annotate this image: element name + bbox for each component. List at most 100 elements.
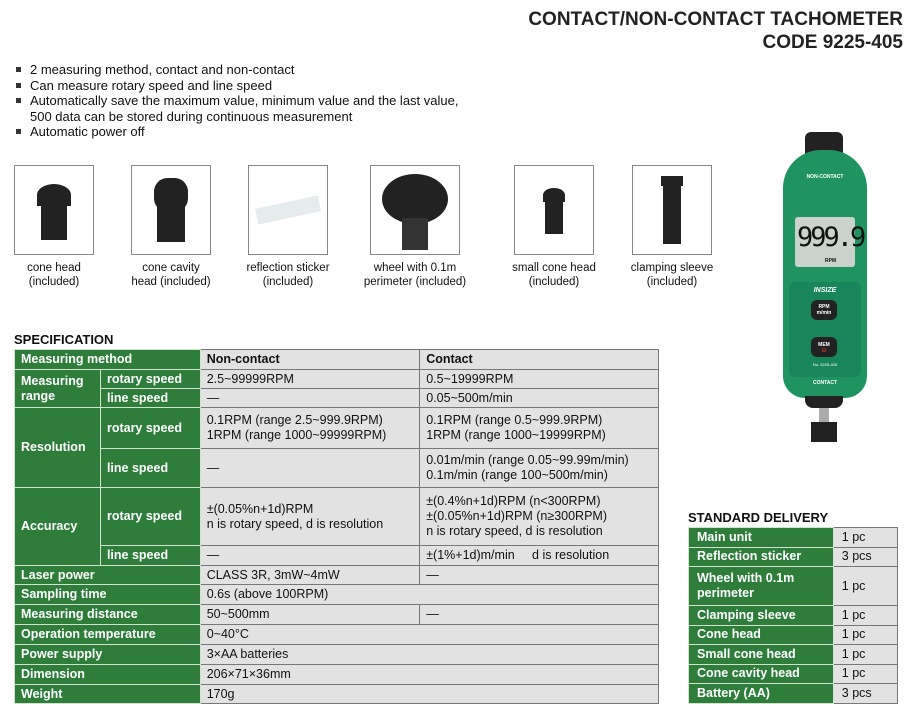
cell: —: [419, 604, 659, 625]
delivery-qty: 1 pc: [832, 624, 899, 645]
row-label: Laser power: [14, 565, 201, 585]
accessory-note: perimeter (included): [363, 276, 467, 288]
sub-label: line speed: [99, 388, 201, 408]
row-label: Measuring distance: [14, 604, 201, 625]
sub-label: rotary speed: [99, 369, 201, 389]
delivery-qty: 1 pc: [832, 605, 899, 626]
feature-item: Can measure rotary speed and line speed: [14, 78, 458, 94]
cone-head-image: [14, 165, 94, 255]
row-label: Measuring range: [14, 369, 101, 408]
lcd-reading: 999.9: [797, 222, 866, 253]
delivery-qty: 1 pc: [832, 644, 899, 665]
table-row: Battery (AA)3 pcs: [688, 683, 899, 704]
sub-label: line speed: [99, 448, 201, 488]
accessory-note: (included): [28, 276, 80, 288]
sub-label: line speed: [99, 545, 201, 566]
cell: 170g: [199, 684, 660, 704]
table-row: line speed—0.01m/min (range 0.05~99.99m/…: [15, 448, 659, 488]
cell-line: ±(0.05%n+1d)RPM: [206, 501, 314, 516]
reflection-sticker-image: [248, 165, 328, 255]
cone-cavity-head-image: [131, 165, 211, 255]
product-title: CONTACT/NON-CONTACT TACHOMETER CODE 9225…: [528, 8, 903, 54]
row-label: Power supply: [14, 644, 201, 665]
row-label: Accuracy: [14, 487, 101, 566]
cell: —: [419, 565, 659, 585]
cell: —: [199, 448, 421, 488]
table-row: line speed—±(1%+1d)m/min d is resolution: [15, 545, 659, 566]
cell: 3×AA batteries: [199, 644, 660, 665]
table-row: line speed—0.05~500m/min: [15, 388, 659, 408]
cell: 50~500mm: [199, 604, 421, 625]
cell: CLASS 3R, 3mW~4mW: [199, 565, 421, 585]
delivery-item: Clamping sleeve: [688, 605, 834, 626]
lcd-unit: RPM: [825, 258, 837, 264]
accessory-name: small cone head: [512, 262, 596, 274]
mem-button-label: MEM: [818, 342, 830, 348]
mem-button: MEM⏻: [811, 337, 837, 357]
accessory-note: head (included): [131, 276, 211, 288]
feature-item: Automatic power off: [14, 124, 458, 140]
cell: 206×71×36mm: [199, 664, 660, 685]
delivery-item: Cone cavity head: [688, 663, 834, 684]
delivery-item: Main unit: [688, 527, 834, 548]
accessory-name: cone head: [27, 262, 81, 274]
title-text: CONTACT/NON-CONTACT TACHOMETER: [528, 9, 903, 30]
feature-list: 2 measuring method, contact and non-cont…: [14, 62, 458, 140]
cell-line: ±(0.05%n+1d)RPM (n≥300RPM): [426, 509, 607, 523]
cell: —: [199, 388, 421, 408]
delivery-item: Small cone head: [688, 644, 834, 665]
delivery-item: Wheel with 0.1m perimeter: [688, 566, 834, 606]
delivery-qty: 1 pc: [832, 527, 899, 548]
cell: ±(0.4%n+1d)RPM (n<300RPM)±(0.05%n+1d)RPM…: [419, 487, 659, 546]
accessory-reflection-sticker: reflection sticker(included): [233, 165, 343, 289]
feature-item-continued: 500 data can be stored during continuous…: [30, 108, 353, 124]
accessory-cone-head: cone head (included): [0, 165, 109, 289]
delivery-qty: 3 pcs: [832, 683, 899, 704]
delivery-qty: 1 pc: [832, 566, 899, 606]
rpm-button-label: RPM: [818, 304, 830, 310]
accessory-name: clamping sleeve: [630, 262, 714, 274]
accessory-note: (included): [528, 276, 580, 288]
accessory-note: (included): [262, 276, 314, 288]
power-icon: ⏻: [822, 348, 826, 354]
cell: ±(1%+1d)m/min d is resolution: [419, 545, 659, 566]
cell: 0.6s (above 100RPM): [199, 584, 660, 605]
clamping-sleeve-image: [632, 165, 712, 255]
feature-item: 2 measuring method, contact and non-cont…: [14, 62, 458, 78]
accessory-wheel: wheel with 0.1m perimeter (included): [360, 165, 470, 289]
header-cell: Measuring method: [14, 349, 201, 370]
mmin-button-label: m/min: [816, 310, 832, 316]
cell-line: 0.1RPM (range 2.5~999.9RPM): [206, 413, 383, 427]
delivery-qty: 3 pcs: [832, 546, 899, 567]
cell-line: 0.1RPM (range 0.5~999.9RPM): [426, 413, 603, 427]
accessory-name: cone cavity: [142, 262, 200, 274]
sub-label: rotary speed: [99, 407, 201, 449]
delivery-qty: 1 pc: [832, 663, 899, 684]
contact-label: CONTACT: [812, 380, 838, 386]
non-contact-label: NON-CONTACT: [806, 174, 844, 180]
specification-heading: SPECIFICATION: [14, 332, 114, 347]
wheel-image: [370, 165, 460, 255]
delivery-heading: STANDARD DELIVERY: [688, 510, 829, 525]
accessory-small-cone-head: small cone head (included): [499, 165, 609, 289]
cell: 0.1RPM (range 0.5~999.9RPM)1RPM (range 1…: [419, 407, 659, 449]
header-cell: Contact: [419, 349, 659, 370]
accessory-name: wheel with 0.1m: [373, 262, 457, 274]
